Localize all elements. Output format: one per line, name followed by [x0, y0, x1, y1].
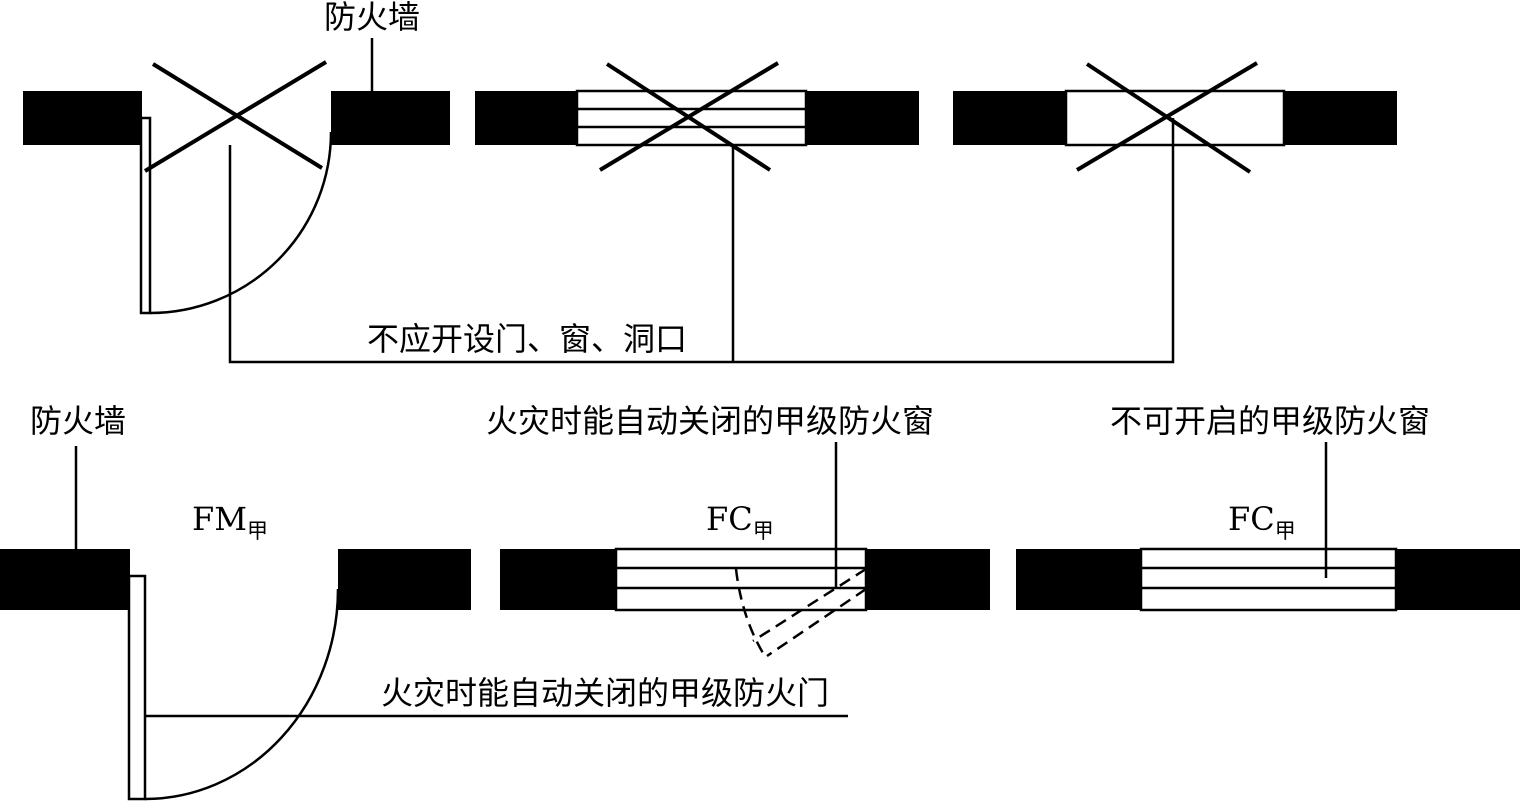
- wall-segment: [23, 91, 142, 145]
- fire-door-label: 火灾时能自动关闭的甲级防火门: [381, 674, 829, 712]
- firewall-label: 防火墙: [324, 0, 420, 36]
- opening: [1064, 89, 1286, 147]
- wall-segment: [866, 549, 990, 610]
- fixed-window-label: 不可开启的甲级防火窗: [1110, 402, 1430, 440]
- top-door-prohibited: 防火墙: [23, 0, 450, 315]
- wall-segment: [953, 91, 1066, 145]
- wall-segment: [1284, 91, 1397, 145]
- top-opening-prohibited: [953, 61, 1397, 174]
- prohibition-label: 不应开设门、窗、洞口: [367, 320, 687, 358]
- wall-segment: [475, 91, 577, 145]
- wall-segment: [1396, 549, 1520, 610]
- cross-mark: [1085, 62, 1252, 174]
- door-leaf: [139, 116, 152, 315]
- door-leaf: [127, 574, 147, 801]
- wall-segment: [0, 549, 130, 610]
- door-swing-arc: [144, 588, 340, 801]
- prohibition-leader: 不应开设门、窗、洞口: [228, 118, 1175, 364]
- cross-mark: [598, 61, 780, 172]
- firewall-label: 防火墙: [30, 402, 126, 440]
- wall-segment: [338, 549, 471, 610]
- wall-segment: [1016, 549, 1141, 610]
- top-window-prohibited: [475, 61, 919, 172]
- wall-segment: [500, 549, 616, 610]
- cross-mark: [1075, 61, 1259, 172]
- cross-mark: [143, 60, 328, 173]
- bottom-auto-window: 火灾时能自动关闭的甲级防火窗 FC甲: [486, 402, 990, 659]
- auto-window-label: 火灾时能自动关闭的甲级防火窗: [486, 402, 934, 440]
- auto-window-code: FC甲: [706, 500, 774, 543]
- door-code: FM甲: [192, 500, 268, 543]
- wall-segment: [331, 91, 450, 145]
- fixed-window-code: FC甲: [1228, 500, 1296, 543]
- bottom-fixed-window: 不可开启的甲级防火窗 FC甲: [1016, 402, 1520, 612]
- window: [1139, 547, 1398, 612]
- wall-segment: [806, 91, 919, 145]
- door-swing-arc: [149, 131, 333, 315]
- window-swing-arc: [734, 568, 768, 659]
- window: [614, 547, 868, 612]
- bottom-fire-door: 防火墙 FM甲 火灾时能自动关闭的甲级防火门: [0, 402, 848, 801]
